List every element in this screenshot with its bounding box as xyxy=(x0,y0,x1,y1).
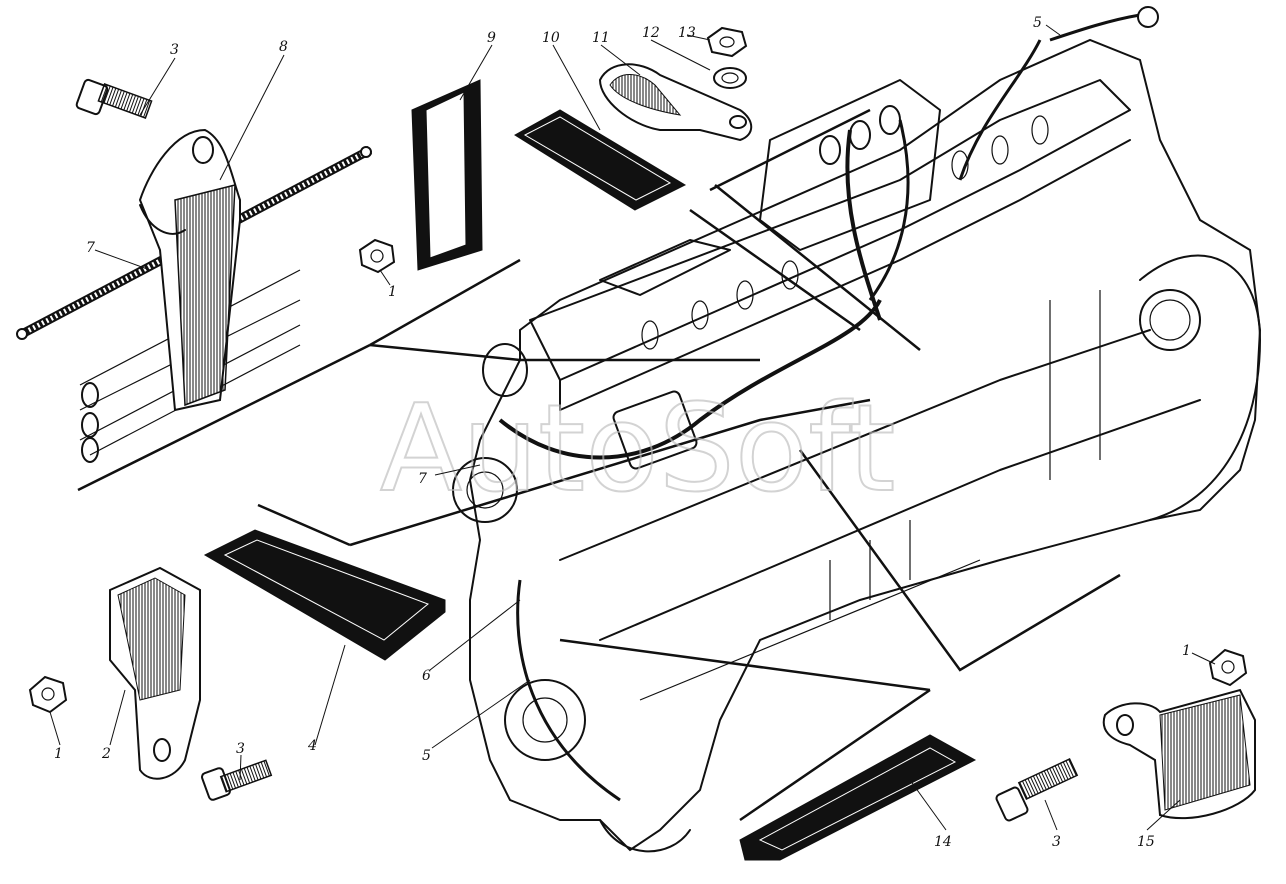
bolt-part-3-top xyxy=(75,78,153,119)
channel-part-14 xyxy=(739,734,977,861)
callout-7-left: 7 xyxy=(86,240,95,256)
callout-1-right: 1 xyxy=(1182,643,1191,659)
engine-block xyxy=(452,38,1262,853)
clamp-part-8 xyxy=(79,128,301,463)
callout-15: 15 xyxy=(1137,834,1155,850)
callout-2: 2 xyxy=(101,746,111,762)
strip-part-10 xyxy=(514,109,687,211)
cable-part-5 xyxy=(1049,6,1159,42)
callout-3-left: 3 xyxy=(236,741,245,757)
callout-5-bottom: 5 xyxy=(422,748,431,764)
callout-11: 11 xyxy=(592,30,610,46)
callout-6: 6 xyxy=(422,668,431,684)
callout-8: 8 xyxy=(279,39,288,55)
callout-4: 4 xyxy=(307,738,317,754)
bracket-part-11 xyxy=(598,63,753,142)
callout-leaders xyxy=(49,24,1216,831)
nut-part-1-a xyxy=(358,238,396,274)
nut-part-1-c xyxy=(1208,648,1248,687)
callout-13: 13 xyxy=(678,25,696,41)
channel-part-9 xyxy=(411,79,483,271)
callout-1-top: 1 xyxy=(388,284,397,300)
watermark-text: AutoSoft xyxy=(380,380,895,519)
callout-7-center: 7 xyxy=(418,471,427,487)
callout-9: 9 xyxy=(487,30,496,46)
head-bosses xyxy=(641,115,1049,350)
nut-part-13 xyxy=(706,26,748,58)
bolt-part-3-bottom-right xyxy=(995,758,1079,822)
nut-part-1-b xyxy=(28,675,68,714)
callout-numbers: 3 8 7 1 9 10 11 12 13 5 7 1 2 3 4 6 5 14… xyxy=(54,15,1191,850)
callout-3-top: 3 xyxy=(170,42,179,58)
callout-5-top: 5 xyxy=(1033,15,1042,31)
callout-10: 10 xyxy=(542,30,560,46)
callout-12: 12 xyxy=(642,25,660,41)
strip-part-4 xyxy=(203,529,446,661)
callout-3-right: 3 xyxy=(1052,834,1061,850)
callout-1-left: 1 xyxy=(54,746,63,762)
assembly-lines xyxy=(77,108,1121,822)
callout-14: 14 xyxy=(934,834,952,850)
bolt-part-3-bottom-left xyxy=(201,759,273,801)
clamp-part-2 xyxy=(109,566,201,780)
washer-part-12 xyxy=(713,67,747,89)
clamp-part-15 xyxy=(1102,688,1256,820)
